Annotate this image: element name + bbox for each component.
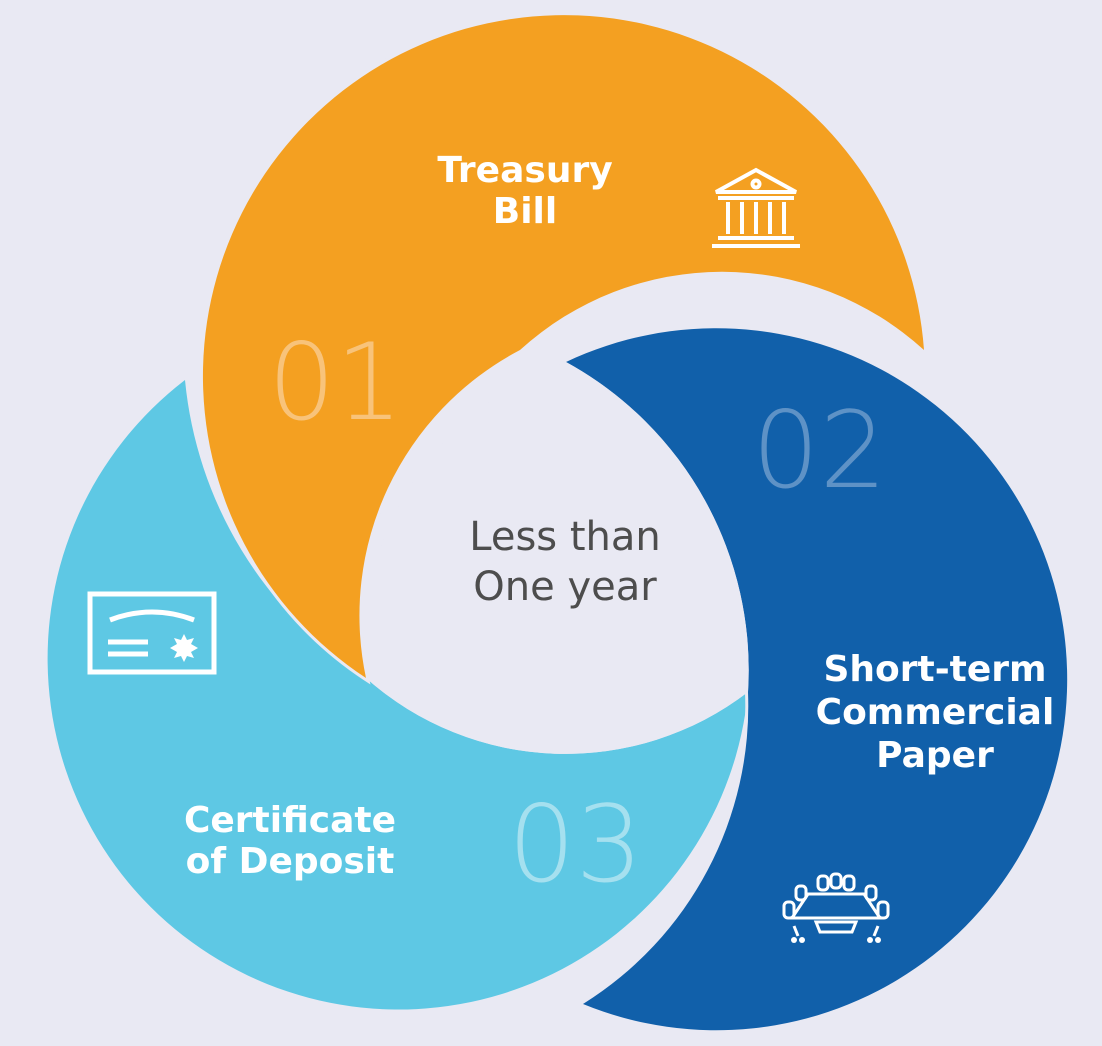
segment-03-crescent (47, 380, 748, 1010)
center-text-line-1: Less than (469, 514, 661, 560)
certificate-icon (87, 591, 217, 675)
segment-01-crescent (199, 12, 928, 685)
segment-02-label-line-2: Commercial (815, 692, 1055, 734)
meeting-table-icon (782, 872, 890, 943)
segment-01-label-line-2: Bill (492, 191, 558, 233)
segment-01-number: 01 (268, 321, 403, 444)
center-hole (364, 362, 749, 754)
center-text: Less than One year (420, 512, 710, 612)
segment-01-label: Treasury Bill (410, 150, 640, 233)
segment-01-label-line-1: Treasury (437, 150, 613, 191)
segment-02-label-line-1: Short-term (823, 649, 1047, 690)
segment-03-label-line-2: of Deposit (185, 841, 395, 883)
segment-02-label: Short-term Commercial Paper (790, 648, 1080, 778)
segment-02-number: 02 (752, 389, 887, 512)
segment-03-label: Certificate of Deposit (150, 800, 430, 883)
center-text-line-2: One year (473, 564, 657, 610)
bank-building-icon (712, 167, 800, 248)
segment-03-label-line-1: Certificate (183, 800, 397, 841)
segment-03-number: 03 (508, 783, 643, 906)
segment-02-label-line-3: Paper (876, 735, 994, 777)
